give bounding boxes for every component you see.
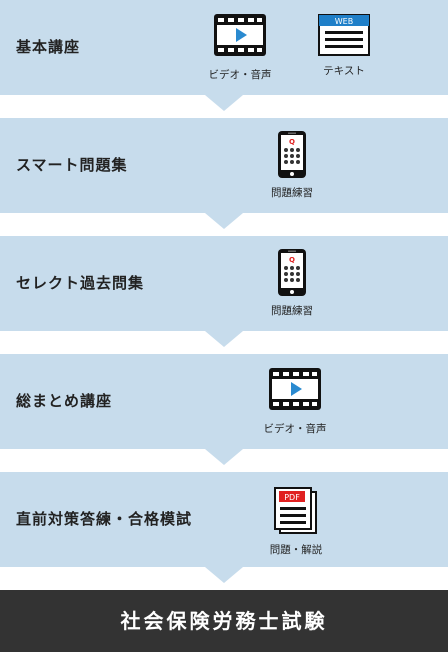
video-audio-label: ビデオ・音声 [263, 423, 327, 435]
step-title: スマート問題集 [16, 156, 128, 174]
video-icon [269, 368, 321, 410]
pdf-icon: PDF [274, 487, 317, 534]
smartphone-icon: Q [278, 131, 306, 178]
question-practice-group: Q 問題練習 [266, 131, 318, 201]
step-title: 基本講座 [16, 38, 81, 56]
web-badge: WEB [335, 17, 353, 26]
web-text-group: WEB テキスト [318, 14, 370, 84]
down-arrow-icon [205, 95, 243, 111]
step-smart-question-set: スマート問題集 Q 問題練習 [0, 118, 448, 213]
smartphone-icon: Q [278, 249, 306, 296]
text-label: テキスト [323, 65, 365, 77]
down-arrow-icon [205, 331, 243, 347]
video-icon [214, 14, 266, 56]
question-practice-group: Q 問題練習 [266, 249, 318, 319]
step-title: 総まとめ講座 [16, 392, 113, 410]
down-arrow-icon [205, 567, 243, 583]
q-badge: Q [289, 256, 295, 264]
step-summary-course: 総まとめ講座 ビデオ・音声 [0, 354, 448, 449]
q-badge: Q [289, 138, 295, 146]
question-practice-label: 問題練習 [271, 187, 313, 199]
down-arrow-icon [205, 213, 243, 229]
step-title: セレクト過去問集 [16, 274, 145, 292]
step-final-practice-exams: 直前対策答練・合格模試 PDF 問題・解説 [0, 472, 448, 567]
down-arrow-icon [205, 449, 243, 465]
step-basic-course: 基本講座 ビデオ・音声 WEB テキスト [0, 0, 448, 95]
step-title: 直前対策答練・合格模試 [16, 510, 193, 528]
question-practice-label: 問題練習 [271, 305, 313, 317]
video-audio-group: ビデオ・音声 [209, 14, 272, 84]
step-select-past-exams: セレクト過去問集 Q 問題練習 [0, 236, 448, 331]
questions-explanations-label: 問題・解説 [269, 544, 323, 556]
web-text-icon: WEB [318, 14, 370, 56]
pdf-badge: PDF [284, 493, 300, 502]
final-exam-banner: 社会保険労務士試験 [0, 590, 448, 652]
video-audio-group: ビデオ・音声 [264, 368, 327, 438]
questions-explanations-group: PDF 問題・解説 [270, 487, 322, 557]
video-audio-label: ビデオ・音声 [208, 69, 272, 81]
